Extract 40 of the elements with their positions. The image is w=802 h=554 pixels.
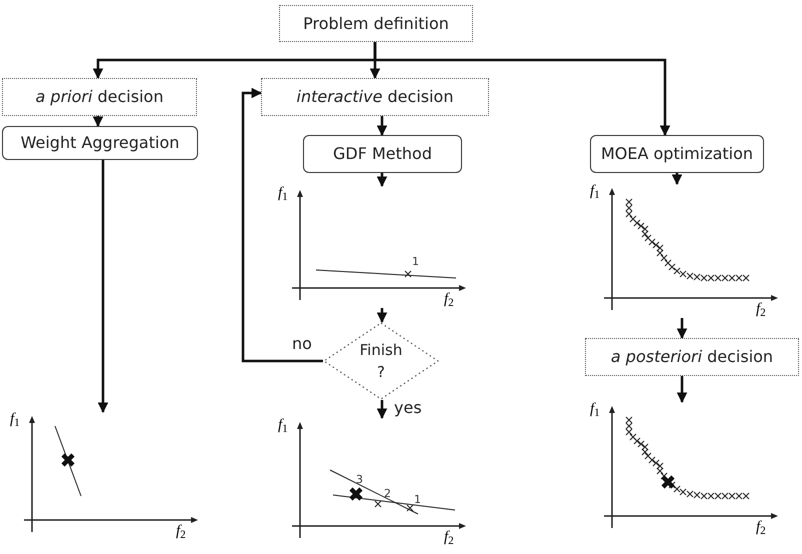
axis-label: f$_{1}$ <box>10 412 20 427</box>
axis-label: f$_{2}$ <box>756 302 766 317</box>
point-number: 1 <box>412 256 419 267</box>
arrow <box>376 400 388 420</box>
box-label: Problem definition <box>303 12 449 34</box>
axis-label: f$_{2}$ <box>444 292 454 307</box>
decision-box <box>261 78 489 116</box>
box-label: interactive decision <box>296 86 454 108</box>
axis-label: f$_{1}$ <box>590 184 600 199</box>
axis-label: f$_{1}$ <box>278 418 288 433</box>
box-label: a posteriori decision <box>610 346 774 368</box>
decision-box <box>2 78 197 116</box>
axis-label: f$_{1}$ <box>590 402 600 417</box>
decision-box <box>585 338 799 376</box>
process-box <box>303 135 462 173</box>
axis-label: f$_{2}$ <box>444 530 454 545</box>
decision-box <box>279 5 473 42</box>
point-number: 1 <box>414 494 421 505</box>
box-label: MOEA optimization <box>600 143 754 165</box>
axis-label: f$_{1}$ <box>278 186 288 201</box>
arrow <box>676 318 688 340</box>
box-label: a priori decision <box>36 86 164 108</box>
arrow <box>98 160 108 414</box>
arrow <box>376 173 388 188</box>
box-label: GDF Method <box>332 143 432 165</box>
axis-label: f$_{2}$ <box>176 524 186 539</box>
point-number: 3 <box>356 474 363 485</box>
decision-text: Finish ? <box>358 340 404 383</box>
arrow <box>92 116 104 128</box>
process-box <box>590 135 764 173</box>
arrow <box>672 173 682 186</box>
axis-label: f$_{2}$ <box>756 520 766 535</box>
box-label: Weight Aggregation <box>20 132 180 154</box>
arrow <box>242 88 323 362</box>
arrow <box>374 42 670 136</box>
process-box <box>2 126 198 160</box>
arrow <box>376 308 388 324</box>
arrow <box>376 116 388 136</box>
arrow <box>676 376 688 404</box>
point-number: 2 <box>384 488 391 499</box>
